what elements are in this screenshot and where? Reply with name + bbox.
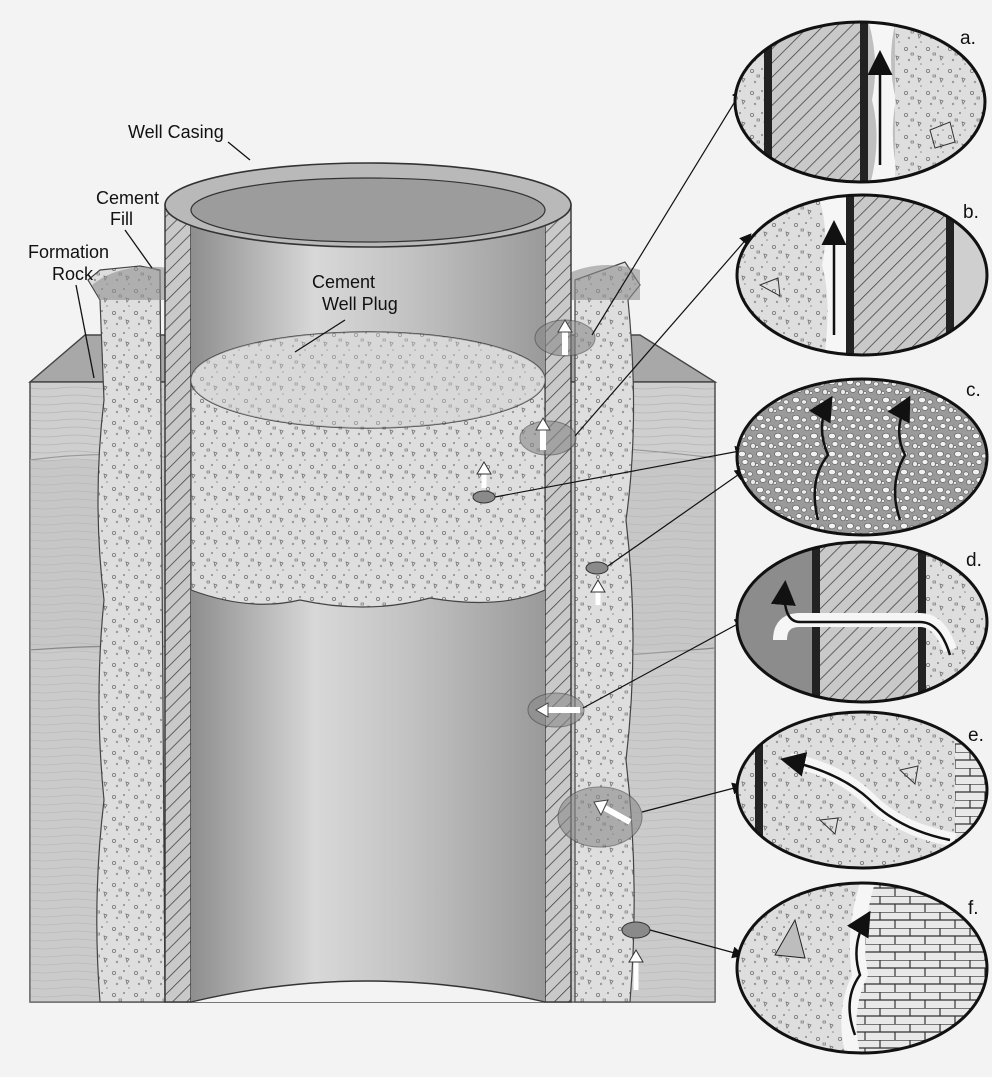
inset-letter-a: a. [960, 28, 976, 50]
well-casing-top [165, 163, 571, 247]
formation-rock-label-line1: Formation [28, 242, 109, 263]
cement-well-plug [191, 332, 545, 607]
leak-marker-a [535, 320, 595, 356]
inset-b [737, 195, 987, 360]
cement-fill-label-line2: Fill [110, 209, 133, 230]
plug-label-line1: Cement [312, 272, 375, 293]
inset-d [737, 542, 987, 707]
inset-letter-e: e. [968, 725, 984, 747]
plug-label-line2: Well Plug [322, 294, 398, 315]
inset-a [735, 20, 985, 185]
leak-marker-e [558, 787, 642, 847]
leak-marker-d [528, 693, 584, 727]
well-casing-label: Well Casing [128, 122, 224, 143]
inset-e [737, 710, 987, 870]
inset-letter-b: b. [963, 202, 979, 224]
formation-rock-label-line2: Rock [52, 264, 93, 285]
inset-letter-f: f. [968, 898, 979, 920]
cement-fill-label-line1: Cement [96, 188, 159, 209]
inset-c [737, 378, 987, 538]
inset-letter-d: d. [966, 550, 982, 572]
inset-f [737, 883, 987, 1053]
inset-letter-c: c. [966, 380, 981, 402]
